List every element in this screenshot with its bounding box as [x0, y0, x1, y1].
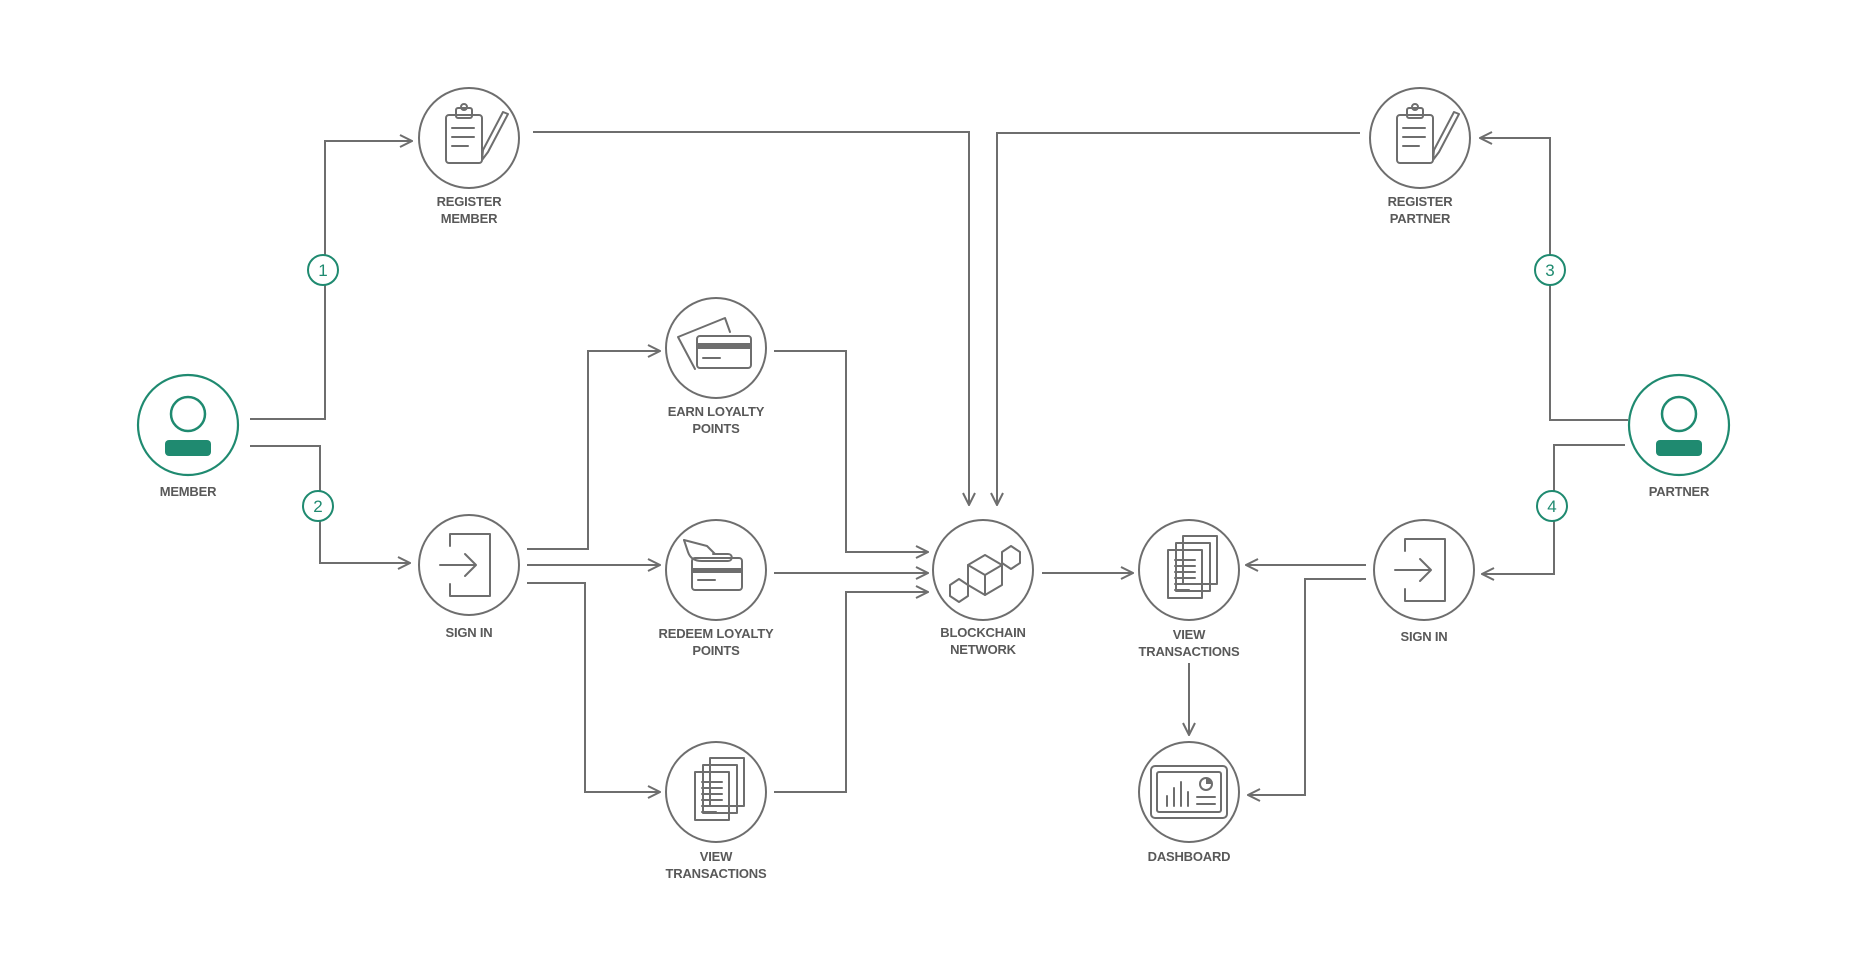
- blockchain-network-node: BLOCKCHAIN NETWORK: [932, 519, 1034, 657]
- arrow-partner-sign-in-to-dashboard: [1248, 578, 1366, 795]
- redeem-points-label-line2: POINTS: [692, 643, 740, 658]
- earn-points-label-line2: POINTS: [692, 421, 740, 436]
- dashboard-node: DASHBOARD: [1138, 741, 1240, 864]
- sign-in-icon: [439, 533, 491, 597]
- register-member-node: REGISTER MEMBER: [418, 87, 520, 226]
- blockchain-network-label-line2: NETWORK: [950, 642, 1017, 657]
- redeem-points-node: REDEEM LOYALTY POINTS: [659, 519, 774, 658]
- partner-sign-in-label: SIGN IN: [1401, 629, 1448, 644]
- arrow-sign-in-to-view: [527, 582, 660, 792]
- step-number: 3: [1545, 261, 1554, 280]
- dashboard-icon: [1150, 765, 1228, 819]
- documents-icon: [1167, 535, 1218, 599]
- step-badge-4: 4: [1536, 490, 1568, 522]
- partner-actor: PARTNER: [1627, 373, 1731, 499]
- partner-sign-in-node: SIGN IN: [1373, 519, 1475, 644]
- documents-icon: [694, 757, 745, 821]
- credit-card-icon: [677, 317, 752, 370]
- member-sign-in-label: SIGN IN: [446, 625, 493, 640]
- step-badge-2: 2: [302, 490, 334, 522]
- sign-in-icon: [1394, 538, 1446, 602]
- member-view-transactions-label-line1: VIEW: [700, 849, 733, 864]
- member-label: MEMBER: [160, 484, 217, 499]
- arrow-register-partner-to-blockchain: [997, 132, 1360, 505]
- blockchain-network-label-line1: BLOCKCHAIN: [940, 625, 1025, 640]
- register-member-label-line2: MEMBER: [441, 211, 498, 226]
- register-partner-node: REGISTER PARTNER: [1369, 87, 1471, 226]
- user-icon: [165, 395, 211, 456]
- member-sign-in-node: SIGN IN: [418, 514, 520, 640]
- user-icon: [1656, 395, 1702, 456]
- partner-label: PARTNER: [1649, 484, 1710, 499]
- partner-view-transactions-node: VIEW TRANSACTIONS: [1138, 519, 1240, 659]
- earn-points-node: EARN LOYALTY POINTS: [665, 297, 767, 436]
- arrow-view-to-blockchain: [774, 592, 928, 793]
- hand-card-icon: [683, 539, 743, 591]
- blockchain-icon: [949, 545, 1021, 603]
- redeem-points-label-line1: REDEEM LOYALTY: [659, 626, 774, 641]
- step-number: 2: [313, 497, 322, 516]
- member-actor: MEMBER: [136, 373, 240, 499]
- register-partner-label-line1: REGISTER: [1388, 194, 1454, 209]
- connectors: [250, 131, 1628, 795]
- partner-view-transactions-label-line2: TRANSACTIONS: [1139, 644, 1240, 659]
- step-badge-3: 3: [1534, 254, 1566, 286]
- arrow-sign-in-to-earn: [527, 351, 660, 550]
- dashboard-label: DASHBOARD: [1148, 849, 1231, 864]
- arrow-earn-to-blockchain: [774, 350, 928, 552]
- register-partner-label-line2: PARTNER: [1390, 211, 1451, 226]
- member-view-transactions-label-line2: TRANSACTIONS: [666, 866, 767, 881]
- partner-view-transactions-label-line1: VIEW: [1173, 627, 1206, 642]
- clipboard-icon: [445, 103, 509, 164]
- register-member-label-line1: REGISTER: [437, 194, 503, 209]
- step-number: 4: [1547, 497, 1556, 516]
- earn-points-label-line1: EARN LOYALTY: [668, 404, 765, 419]
- member-view-transactions-node: VIEW TRANSACTIONS: [665, 741, 767, 881]
- step-number: 1: [318, 261, 327, 280]
- clipboard-icon: [1396, 103, 1460, 164]
- step-badge-1: 1: [307, 254, 339, 286]
- arrow-register-member-to-blockchain: [533, 131, 969, 505]
